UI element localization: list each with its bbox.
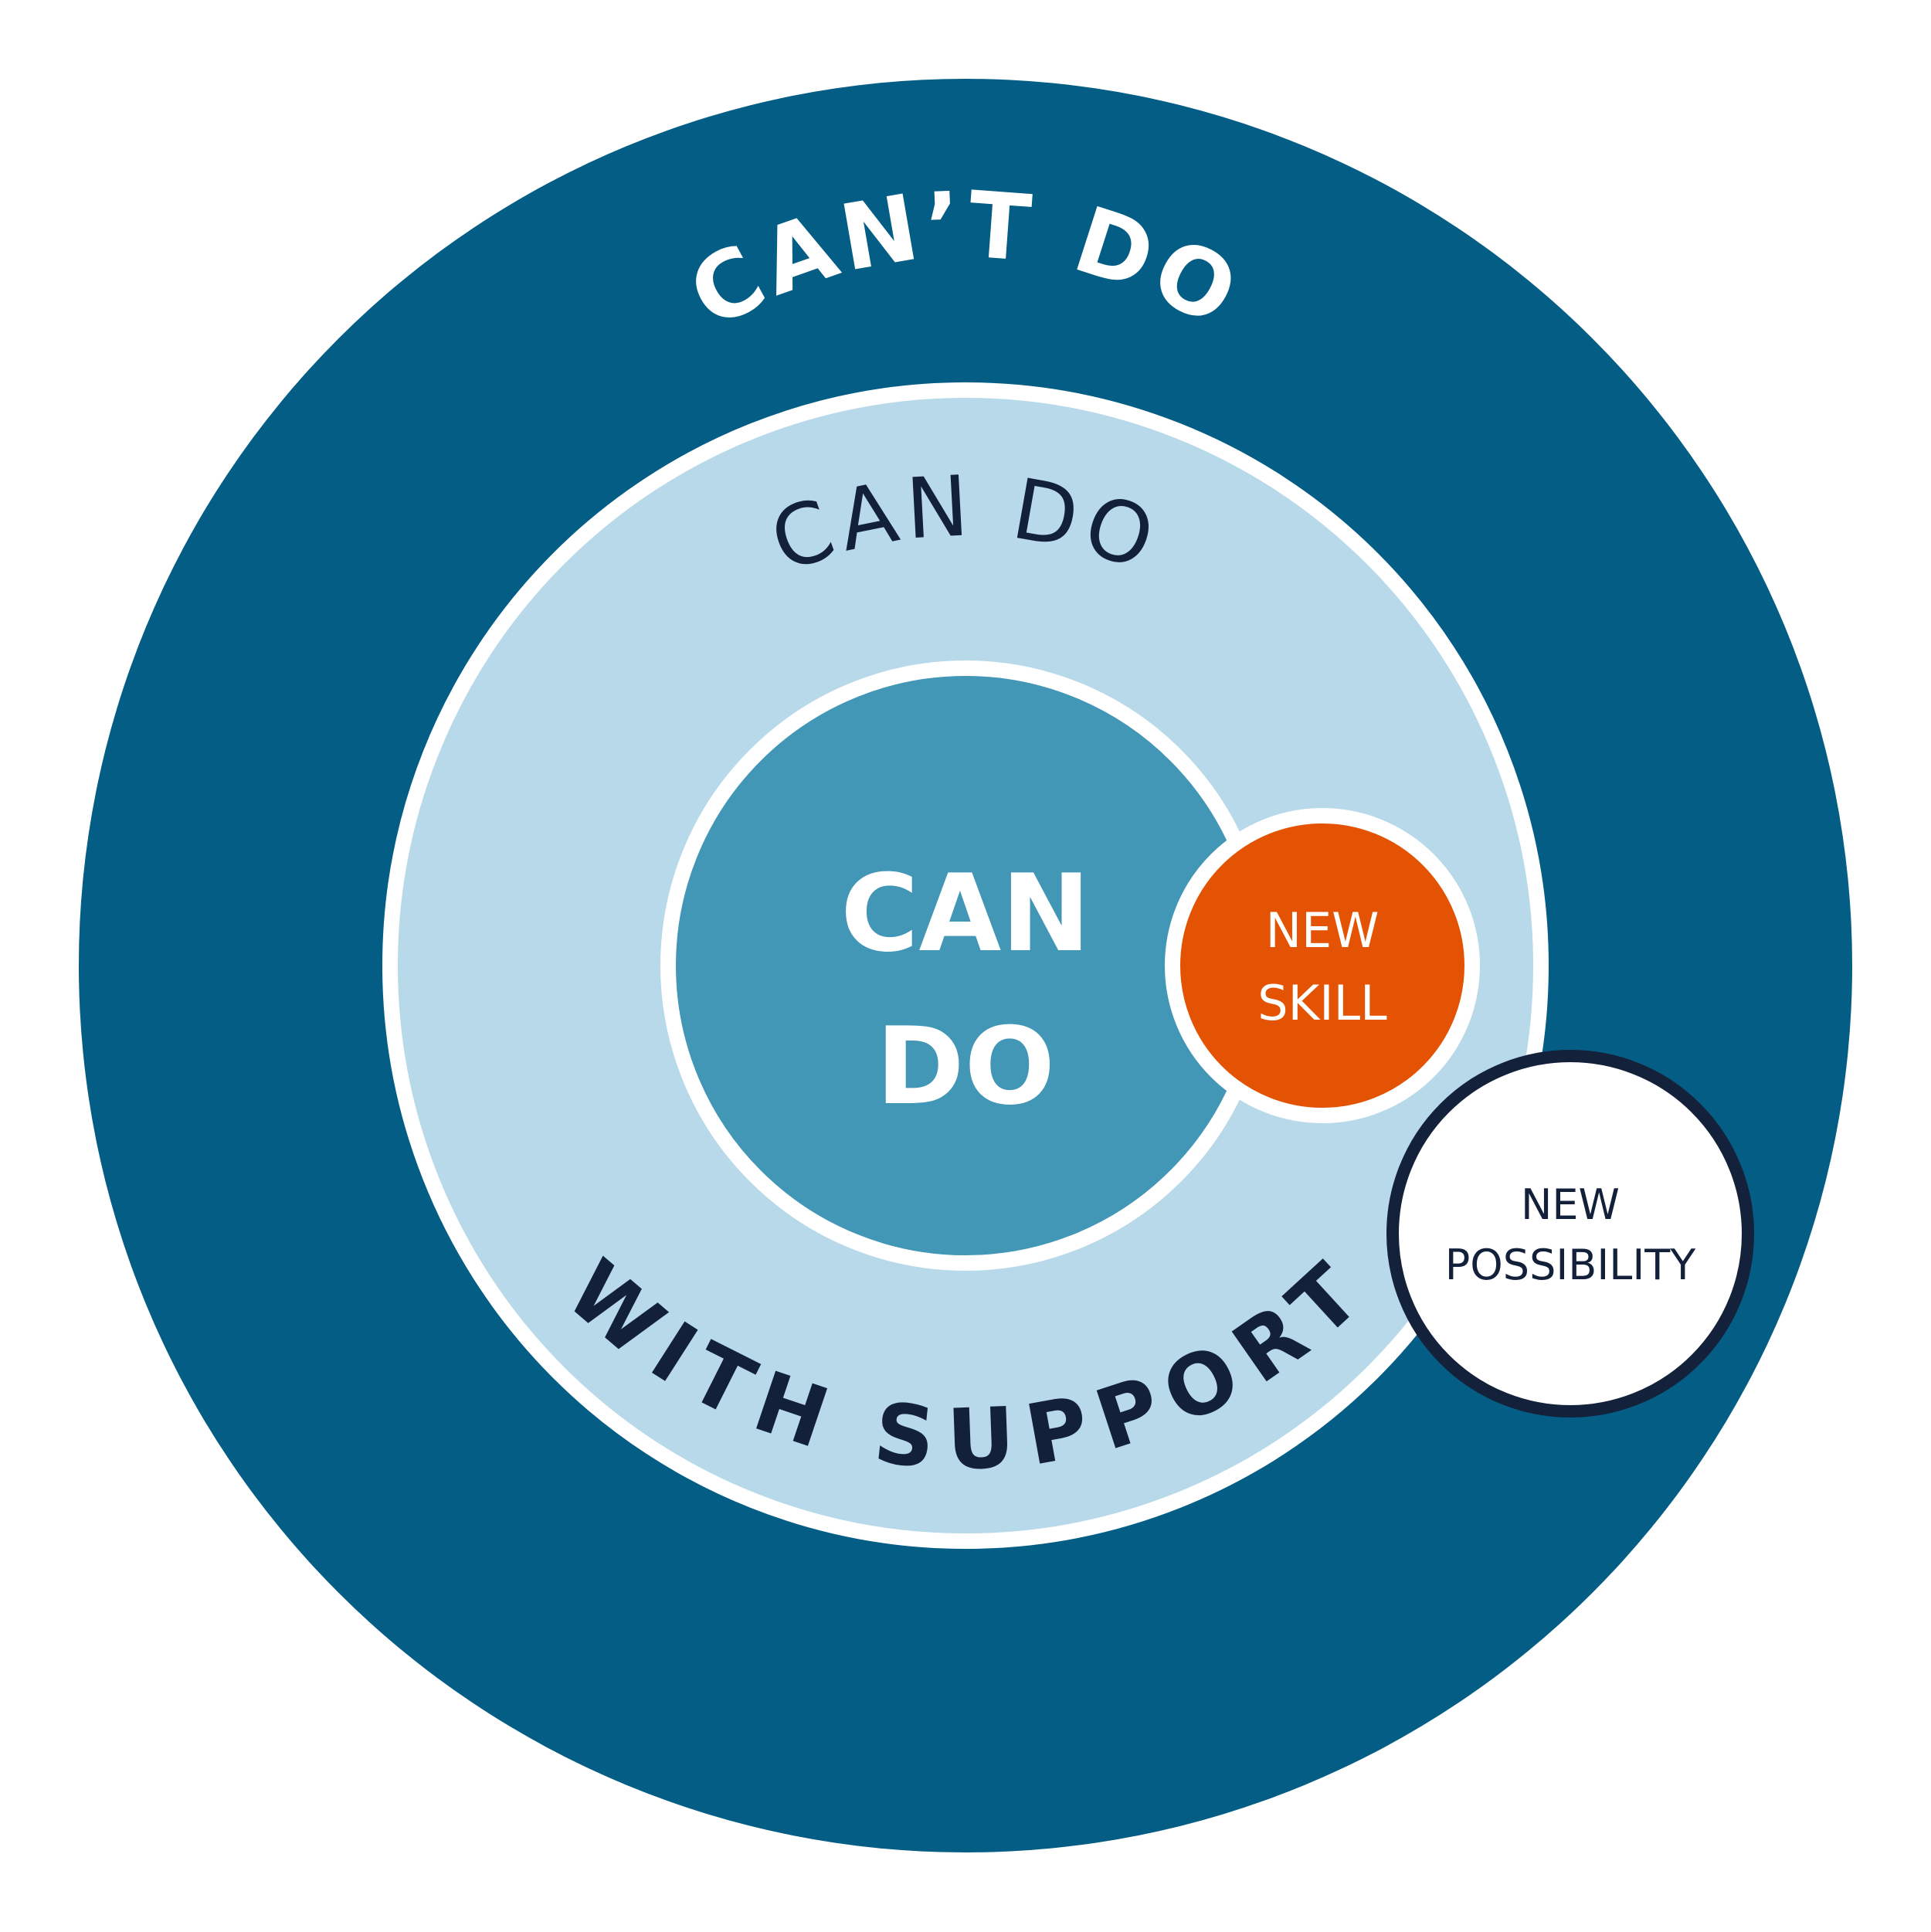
- new-skill-label-line1: NEW: [1266, 902, 1380, 959]
- new-skill-label-line2: SKILL: [1257, 975, 1387, 1031]
- core-label-line1: CAN: [840, 851, 1091, 976]
- new-possibility-label-line2: POSSIBILITY: [1445, 1241, 1697, 1289]
- new-possibility-circle: [1386, 1050, 1754, 1418]
- new-possibility-label-line1: NEW: [1521, 1180, 1620, 1229]
- new-skill-circle: [1165, 808, 1480, 1123]
- core-label-line2: DO: [876, 1004, 1055, 1129]
